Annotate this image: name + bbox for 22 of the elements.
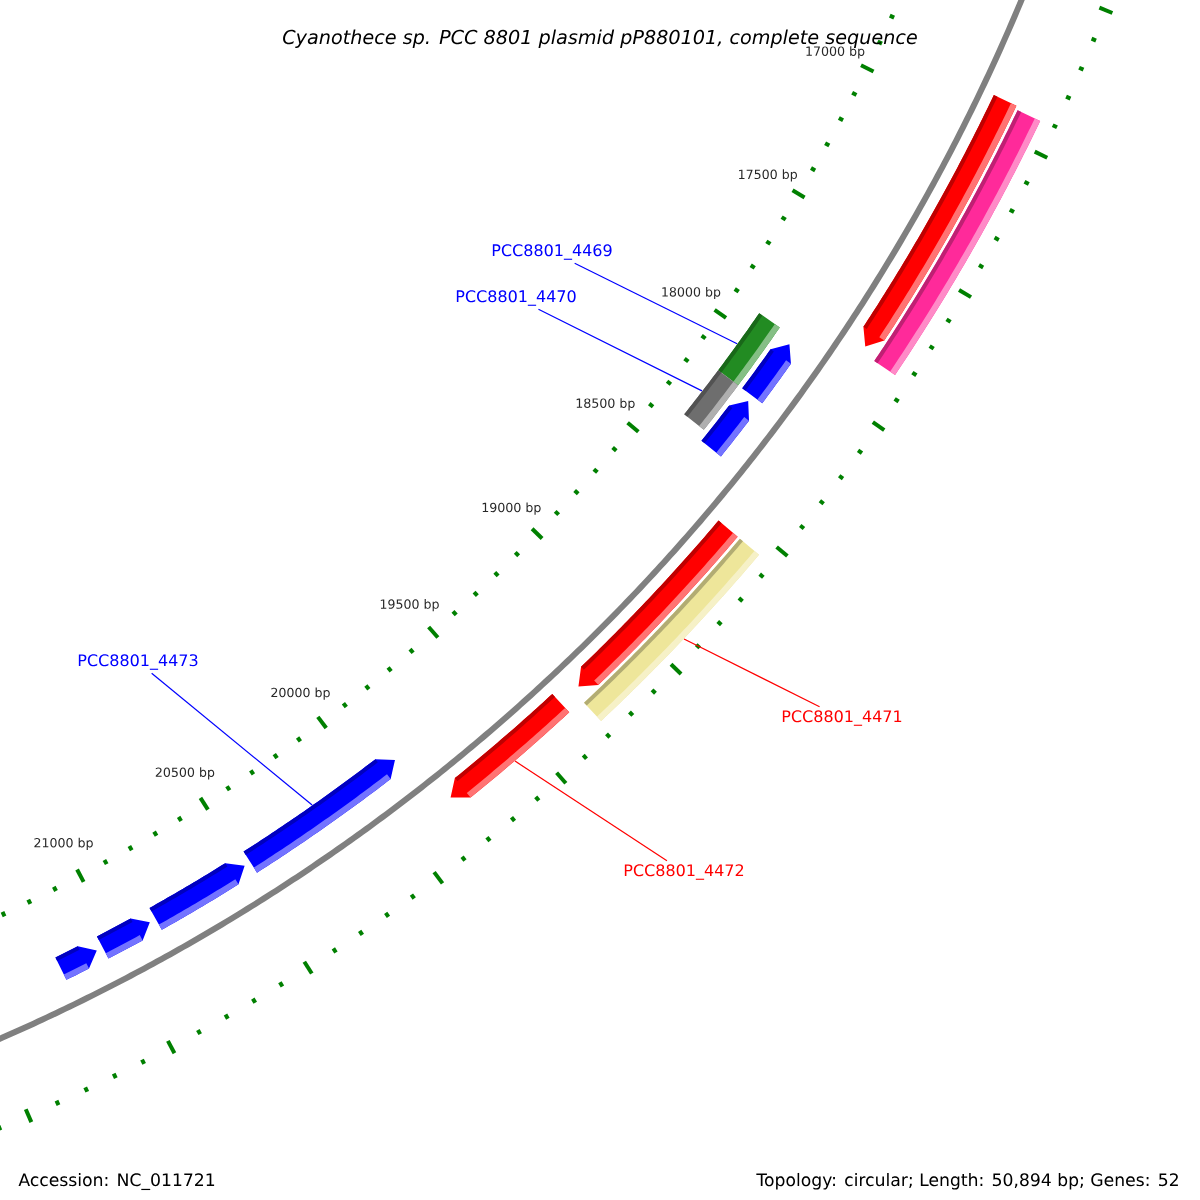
leader-line (514, 760, 668, 862)
leader-line (574, 262, 738, 345)
leader-line (151, 672, 313, 806)
map-title: Cyanothece sp. PCC 8801 plasmid pP880101, complete sequence (283, 29, 917, 48)
gene-bar (874, 110, 1041, 375)
gene-bar (584, 538, 759, 721)
gene-feature (96, 918, 150, 959)
gene-feature (149, 863, 245, 930)
gene-label: PCC8801_4472 (624, 864, 744, 880)
gene-feature (742, 344, 791, 404)
gene-label: PCC8801_4470 (456, 290, 576, 306)
gene-label: PCC8801_4469 (492, 244, 612, 260)
gene-feature (701, 401, 749, 457)
leader-line (537, 308, 703, 392)
footer-text: Accession: NC_011721 (18, 1172, 215, 1191)
gene-label: PCC8801_4471 (782, 710, 902, 726)
leader-line (683, 638, 821, 708)
gene-feature (243, 759, 395, 873)
footer-text: Topology: circular; Length: 50,894 bp; Genes: 52 (756, 1172, 1178, 1190)
gene-label: PCC8801_4473 (78, 654, 198, 670)
gene-feature (450, 693, 570, 798)
gene-feature (55, 946, 97, 980)
